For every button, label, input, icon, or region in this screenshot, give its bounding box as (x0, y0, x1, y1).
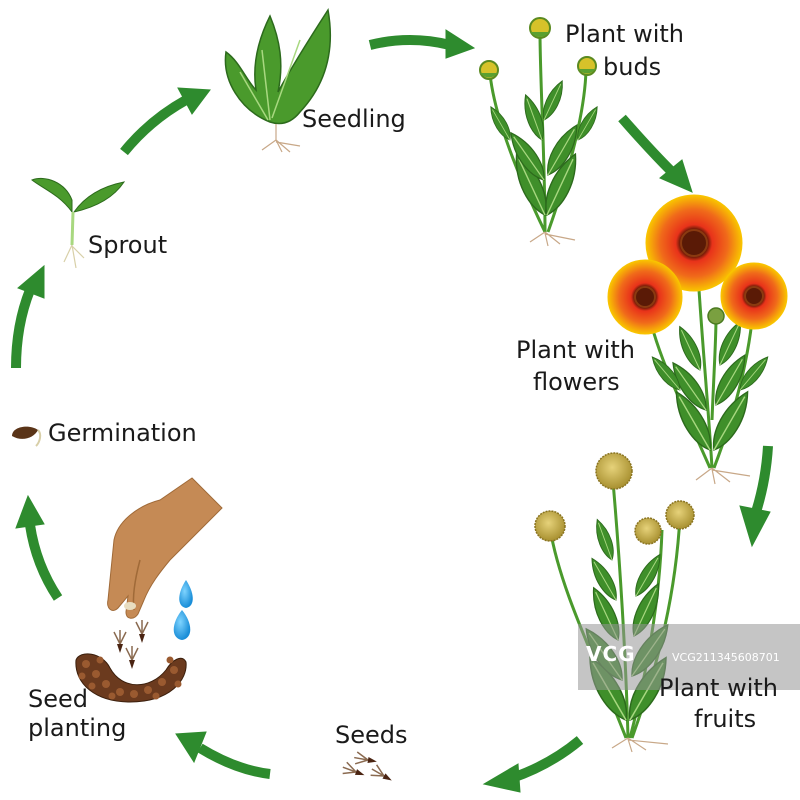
watermark-band (578, 624, 800, 690)
arrow-flowers-to-fruits (751, 445, 773, 514)
label-seeds: Seeds (335, 721, 408, 749)
label-plant-with-buds-line1: Plant with (565, 20, 685, 48)
label-plant-with-fruits-line2: fruits (694, 705, 757, 733)
arrow-sprout-to-seedling (120, 95, 189, 156)
arrow-seedling-to-buds (368, 35, 452, 50)
cycle-arrows (11, 29, 773, 793)
water-drop-1 (179, 580, 193, 608)
fruit-head-right (665, 500, 695, 530)
arrowhead-planting-to-germination (15, 494, 45, 529)
label-seed-planting-line2: planting (28, 714, 127, 742)
arrowhead-germination-to-sprout (17, 264, 45, 299)
germinating-seed-illustration (12, 426, 42, 447)
arrowhead-fruits-to-seeds (482, 763, 521, 793)
arrow-germination-to-sprout (11, 288, 35, 369)
label-plant-with-buds-line2: buds (603, 53, 662, 81)
arrowhead-seeds-to-planting (175, 731, 207, 764)
label-plant-with-flowers-line1: Plant with (516, 336, 636, 364)
arrowhead-sprout-to-seedling (177, 87, 211, 115)
label-sprout: Sprout (88, 231, 168, 259)
watermark-id: VCG211345608701 (672, 651, 780, 664)
label-seedling: Seedling (302, 105, 406, 133)
plant-with-flowers-illustration (607, 194, 788, 485)
label-plant-with-fruits-line1: Plant with (659, 674, 779, 702)
watermark-logo: VCG (586, 642, 636, 666)
arrow-seeds-to-planting (197, 743, 271, 779)
water-drop-2 (173, 610, 191, 640)
arrow-buds-to-flowers (618, 114, 676, 176)
seeds-illustration (340, 750, 396, 787)
seedling-illustration (224, 7, 332, 153)
seed-planting-illustration (75, 477, 223, 703)
arrowhead-buds-to-flowers (659, 159, 693, 193)
fruit-head-top (595, 452, 633, 490)
label-plant-with-flowers-line2: flowers (533, 368, 620, 396)
fruit-head-middle (634, 517, 662, 545)
label-germination: Germination (48, 419, 197, 447)
arrow-planting-to-germination (25, 524, 63, 601)
fruit-head-left (534, 510, 566, 542)
sprout-illustration (31, 177, 126, 269)
soil (75, 653, 187, 703)
arrowhead-seedling-to-buds (445, 29, 476, 59)
plant-with-fruits-illustration (534, 452, 695, 753)
hand (107, 477, 223, 619)
plant-with-buds-illustration (479, 17, 603, 247)
label-seed-planting-line1: Seed (28, 685, 88, 713)
arrow-fruits-to-seeds (510, 736, 584, 783)
arrowhead-flowers-to-fruits (739, 505, 771, 548)
